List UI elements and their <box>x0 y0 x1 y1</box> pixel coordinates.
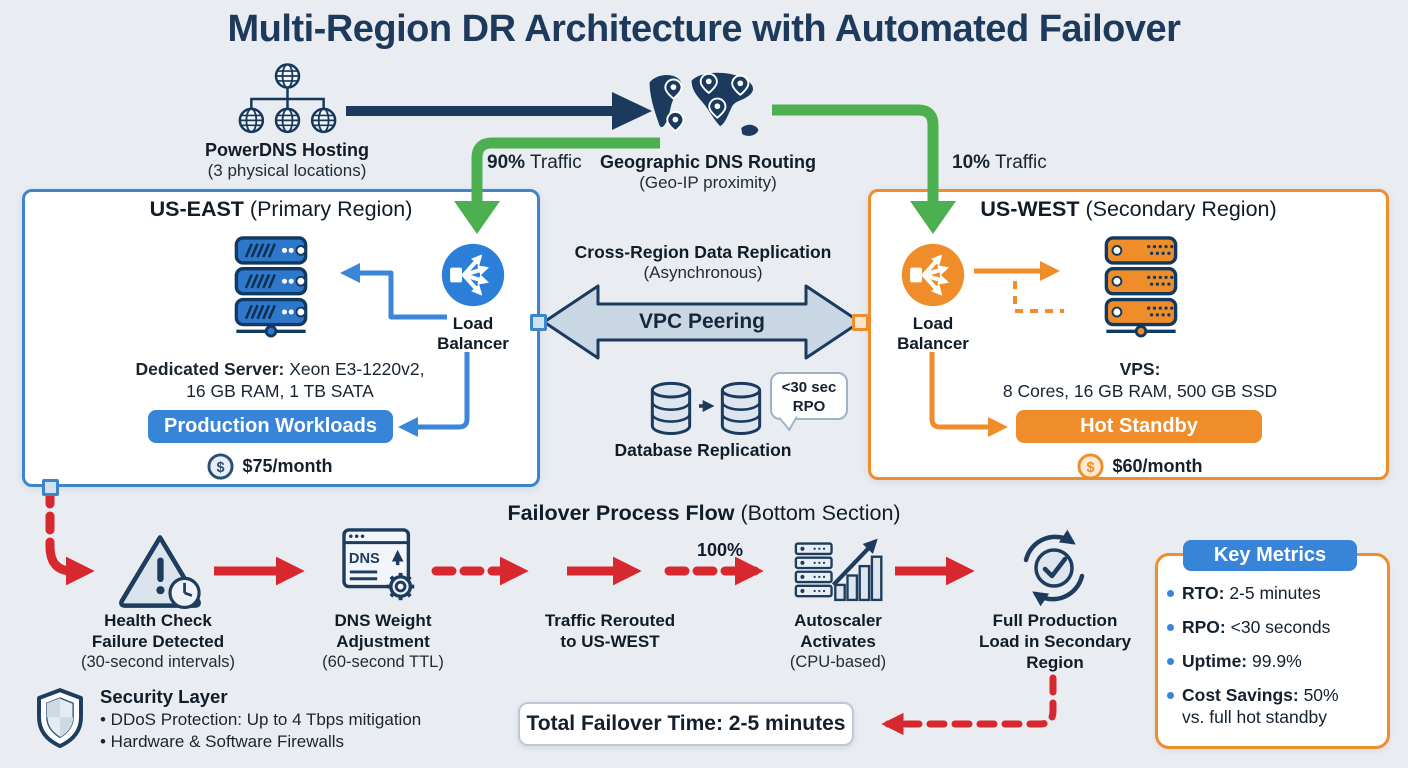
security-bullet-ddos: • DDoS Protection: Up to 4 Tbps mitigati… <box>100 710 422 729</box>
us-west-cost: $ $60/month <box>1040 452 1240 480</box>
svg-text:$: $ <box>217 459 225 475</box>
autoscaler-chart-icon <box>794 538 883 602</box>
us-east-spec: Dedicated Server: Xeon E3-1220v2, 16 GB … <box>135 359 425 401</box>
server-stack-icon-west <box>1104 236 1178 338</box>
key-metrics-box <box>1155 553 1390 749</box>
bullet-icon <box>1167 692 1174 699</box>
production-workloads-badge: Production Workloads <box>148 410 393 443</box>
load-balancer-icon-west <box>901 243 965 307</box>
dns-cluster-subtitle: (3 physical locations) <box>207 161 367 180</box>
replication-title: Cross-Region Data Replication (Asynchron… <box>574 242 832 282</box>
db-replication-label: Database Replication <box>614 440 792 460</box>
load-balancer-icon-east <box>441 243 505 307</box>
step-full-production: Full Production Load in Secondary Region <box>978 611 1132 672</box>
page-title: Multi-Region DR Architecture with Automa… <box>227 8 1181 50</box>
failover-tap-point <box>42 479 59 496</box>
globe-cluster-icon <box>238 63 337 134</box>
warning-clock-icon <box>119 535 201 610</box>
dollar-coin-icon-east: $ <box>207 452 235 480</box>
us-west-title: US-WEST (Secondary Region) <box>980 197 1277 221</box>
dollar-coin-icon-west: $ <box>1077 452 1105 480</box>
world-map-pins-icon <box>649 72 759 136</box>
bullet-icon <box>1167 624 1174 631</box>
traffic-10-label: 10% Traffic <box>952 152 1047 173</box>
svg-text:$: $ <box>1087 459 1095 475</box>
failover-heading: Failover Process Flow (Bottom Section) <box>507 501 901 525</box>
shield-icon <box>37 688 83 749</box>
step-dns-weight: DNS Weight Adjustment (60-second TTL) <box>322 611 444 671</box>
server-stack-icon-east <box>234 236 308 338</box>
us-east-cost: $ $75/month <box>170 452 370 480</box>
key-metrics-header: Key Metrics <box>1183 540 1357 571</box>
metric-cost-savings: Cost Savings: 50% <box>1167 684 1385 706</box>
vpc-endpoint-east <box>530 314 547 331</box>
refresh-check-icon <box>1023 529 1085 607</box>
step-health-check: Health Check Failure Detected (30-second… <box>80 611 236 671</box>
metric-rpo: RPO: <30 seconds <box>1167 616 1385 638</box>
database-icon-source <box>650 381 692 435</box>
dns-cluster-title: PowerDNS Hosting <box>204 140 369 160</box>
step-autoscaler: Autoscaler Activates (CPU-based) <box>789 611 887 671</box>
database-icon-replica <box>720 381 762 435</box>
us-east-title: US-EAST (Primary Region) <box>149 197 413 221</box>
security-layer-title: Security Layer <box>100 686 228 707</box>
metric-cost-savings-line2: vs. full hot standby <box>1182 707 1327 727</box>
geo-routing-subtitle: (Geo-IP proximity) <box>639 173 777 192</box>
step-traffic-rerouted: Traffic Rerouted to US-WEST <box>544 611 676 651</box>
vpc-endpoint-west <box>852 314 869 331</box>
security-bullet-firewalls: • Hardware & Software Firewalls <box>100 732 345 751</box>
total-failover-time-box: Total Failover Time: 2-5 minutes <box>518 702 854 746</box>
metric-rto: RTO: 2-5 minutes <box>1167 582 1385 604</box>
vpc-peering-label: VPC Peering <box>638 310 766 333</box>
traffic-90-label: 90% Traffic <box>487 152 582 173</box>
geo-routing-title: Geographic DNS Routing <box>600 152 816 172</box>
svg-text:DNS: DNS <box>349 551 380 567</box>
hot-standby-badge: Hot Standby <box>1016 410 1262 443</box>
traffic-100-label: 100% <box>696 540 744 560</box>
metric-uptime: Uptime: 99.9% <box>1167 650 1385 672</box>
dns-gear-icon: DNS <box>342 528 415 601</box>
bullet-icon <box>1167 590 1174 597</box>
us-west-spec: VPS: 8 Cores, 16 GB RAM, 500 GB SSD <box>1002 359 1278 401</box>
bullet-icon <box>1167 658 1174 665</box>
